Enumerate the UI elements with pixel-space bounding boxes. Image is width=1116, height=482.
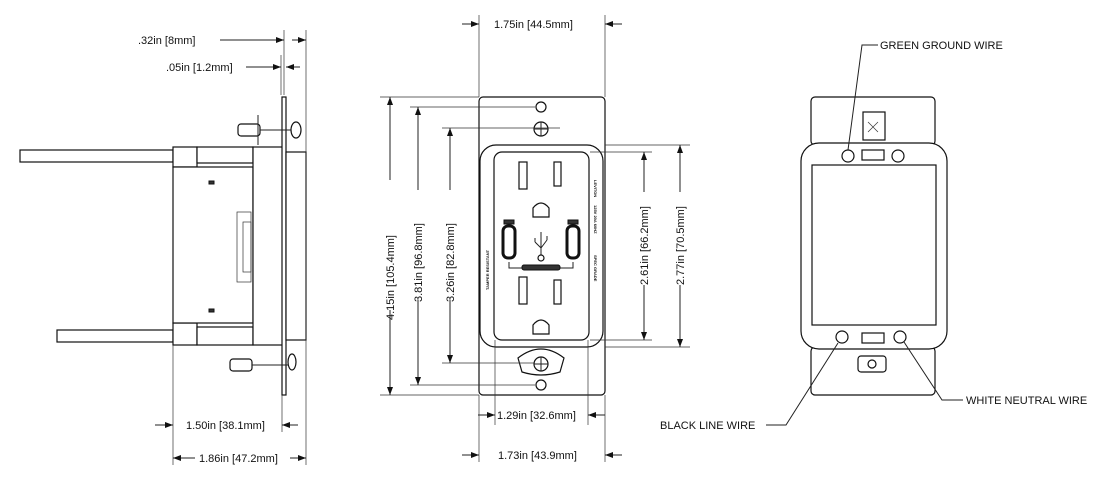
dim-hole-spacing: 3.81in [96.8mm]	[413, 223, 425, 302]
side-view: .32in [8mm] .05in [1.2mm] 1.50in [38.1mm…	[19, 30, 307, 465]
dim-plate-thickness: .05in [1.2mm]	[166, 62, 233, 74]
terminal-top	[172, 146, 198, 168]
label-green-ground-wire: GREEN GROUND WIRE	[880, 40, 1003, 52]
ground-hole-bottom	[532, 319, 550, 335]
label-white-neutral-wire: WHITE NEUTRAL WIRE	[966, 395, 1087, 407]
face-side	[285, 151, 307, 341]
face-text-right: SPEC GRADE	[593, 255, 598, 282]
dim-body-depth: 1.50in [38.1mm]	[186, 420, 265, 432]
dim-body-width: 1.73in [43.9mm]	[498, 450, 577, 462]
wire-bottom	[56, 329, 174, 343]
body-side	[172, 166, 254, 324]
usb-c-port-left	[501, 224, 517, 260]
dim-face-height: 2.61in [66.2mm]	[639, 206, 651, 285]
dim-total-depth: 1.86in [47.2mm]	[199, 453, 278, 465]
line-terminal	[835, 330, 849, 344]
ground-terminal	[841, 149, 855, 163]
dim-body-height: 2.77in [70.5mm]	[675, 206, 687, 285]
mounting-plate-side	[281, 96, 287, 396]
usb-icon	[534, 232, 548, 262]
face-text-brand: LEVITON	[593, 180, 598, 197]
face-text-left: TAMPER RESISTANT	[485, 249, 490, 290]
screw-top	[237, 123, 261, 137]
usb-c-port-right	[565, 224, 581, 260]
dim-face-width: 1.29in [32.6mm]	[497, 410, 576, 422]
neutral-terminal	[893, 330, 907, 344]
back-cover	[811, 164, 937, 326]
front-view: TAMPER RESISTANT LEVITON 125V 20A 60HZ S…	[380, 15, 690, 462]
mounting-hole-top	[535, 101, 547, 113]
ground-hole-top	[532, 202, 550, 218]
mounting-hole-bottom	[535, 379, 547, 391]
outlet-slot	[553, 279, 562, 305]
wire-top	[19, 149, 174, 163]
face-text-rating: 125V 20A 60HZ	[593, 205, 598, 234]
screw-bottom	[229, 358, 253, 372]
outlet-slot	[553, 161, 562, 187]
dim-plate-width: 1.75in [44.5mm]	[494, 19, 573, 31]
terminal-bottom	[172, 322, 198, 346]
outlet-slot	[518, 276, 528, 305]
yoke-side	[252, 146, 286, 346]
dim-plate-offset: .32in [8mm]	[138, 35, 195, 47]
dim-screw-spacing: 3.26in [82.8mm]	[445, 223, 457, 302]
outlet-slot	[518, 161, 528, 190]
label-black-line-wire: BLACK LINE WIRE	[660, 420, 755, 432]
back-view: GREEN GROUND WIRE WHITE NEUTRAL WIRE BLA…	[660, 40, 1087, 432]
dim-total-height: 4.15in [105.4mm]	[385, 235, 397, 320]
